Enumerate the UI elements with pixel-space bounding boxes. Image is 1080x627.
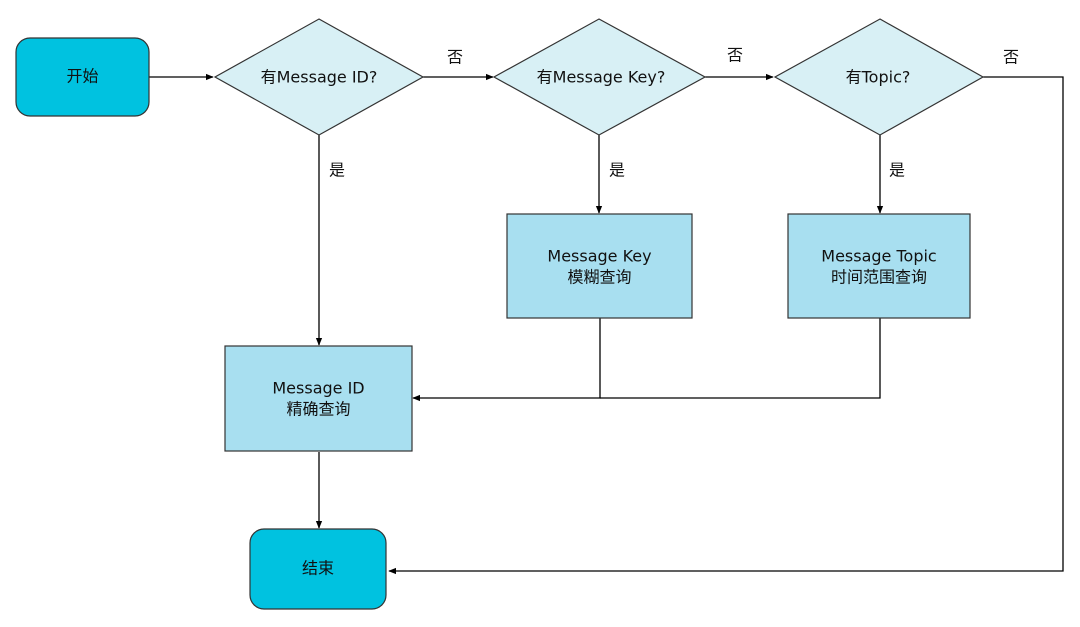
edge-label-yes-2: 是: [609, 161, 625, 180]
decision-message-key: 有Message Key?: [492, 18, 707, 136]
decision-message-id-label: 有Message ID?: [261, 68, 378, 87]
edge-label-yes-3: 是: [889, 161, 905, 180]
edge-process-key-to-process-id: [412, 318, 601, 402]
start-node: 开始: [15, 37, 150, 117]
edges: [149, 73, 1064, 575]
edge-decision-topic-no: [388, 76, 1064, 575]
edge-labels: 否 否 否 是 是 是: [329, 46, 1019, 180]
decision-topic-shape: [773, 18, 985, 136]
edge-label-yes-1: 是: [329, 161, 345, 180]
start-label: 开始: [66, 67, 98, 86]
decision-message-key-label: 有Message Key?: [537, 68, 666, 87]
process-message-topic-shape: [787, 213, 971, 319]
process-message-key-line2: 模糊查询: [567, 268, 631, 287]
edge-label-no-2: 否: [727, 46, 743, 65]
process-message-key-line1: Message Key: [547, 247, 651, 266]
process-message-id-line1: Message ID: [272, 379, 364, 398]
decision-message-id: 有Message ID?: [213, 18, 425, 136]
decision-message-id-shape: [213, 18, 425, 136]
process-message-topic-line2: 时间范围查询: [831, 268, 927, 287]
process-message-id-shape: [224, 345, 413, 452]
decision-topic: 有Topic?: [773, 18, 985, 136]
process-message-topic-line1: Message Topic: [821, 247, 936, 266]
end-node: 结束: [249, 528, 387, 610]
decision-topic-label: 有Topic?: [846, 68, 911, 87]
process-message-topic: Message Topic 时间范围查询: [787, 213, 971, 319]
start-shape: [15, 37, 150, 117]
edge-label-no-1: 否: [447, 48, 463, 67]
process-message-id: Message ID 精确查询: [224, 345, 413, 452]
edge-process-topic-to-process-id: [600, 318, 881, 399]
process-message-key: Message Key 模糊查询: [506, 213, 693, 319]
edge-label-no-3: 否: [1003, 48, 1019, 67]
end-label: 结束: [302, 559, 334, 578]
end-shape: [249, 528, 387, 610]
process-message-key-shape: [506, 213, 693, 319]
decision-message-key-shape: [492, 18, 707, 136]
process-message-id-line2: 精确查询: [286, 400, 350, 419]
